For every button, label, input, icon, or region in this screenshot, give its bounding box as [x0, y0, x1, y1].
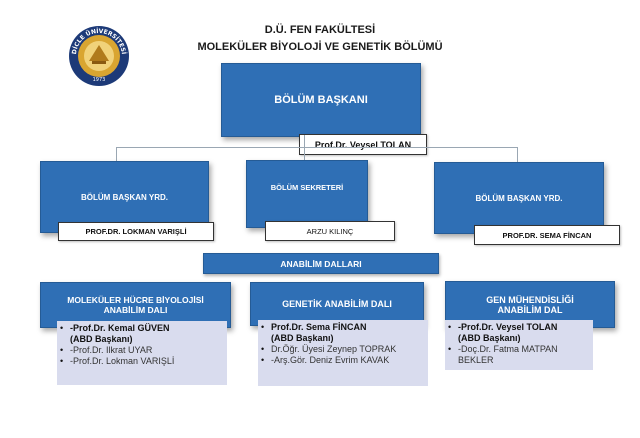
deputy-chair-right-box: BÖLÜM BAŞKAN YRD.	[434, 162, 604, 234]
department-3-member-list: • -Prof.Dr. Veysel TOLAN (ABD Başkanı) •…	[445, 320, 593, 370]
department-3-title-line2: ANABİLİM DAL	[497, 304, 563, 315]
department-secretary-box: BÖLÜM SEKRETERİ	[246, 160, 368, 228]
head-name-label: Prof.Dr. Veysel TOLAN	[299, 134, 427, 155]
list-item: • -Prof.Dr. Kemal GÜVEN (ABD Başkanı)	[60, 323, 170, 344]
secretary-name: ARZU KILINÇ	[265, 221, 395, 241]
list-item: • -Arş.Gör. Deniz Evrim KAVAK	[261, 355, 390, 365]
connector-horizontal	[116, 147, 518, 148]
member-name: -Prof.Dr. Lokman VARIŞLİ	[70, 356, 175, 366]
list-item: • -Doç.Dr. Fatma MATPAN BEKLER	[448, 344, 558, 365]
department-2-title-line1: GENETİK ANABİLİM DALI	[282, 299, 392, 309]
department-card-2: GENETİK ANABİLİM DALI	[250, 282, 424, 326]
departments-header-label: ANABİLİM DALLARI	[280, 258, 362, 269]
head-role-label: BÖLÜM BAŞKANI	[274, 94, 368, 106]
university-seal-logo: DİCLE ÜNİVERSİTESİ 1973	[68, 25, 130, 87]
connector-middle	[304, 135, 305, 160]
department-1-title-line2: ANABİLİM DALI	[103, 305, 168, 315]
member-note: (ABD Başkanı)	[458, 333, 521, 343]
member-name: Prof.Dr. Sema FİNCAN	[271, 322, 367, 332]
head-of-department-box: BÖLÜM BAŞKANI	[221, 63, 421, 137]
department-1-title-line1: MOLEKÜLER HÜCRE BİYOLOJİSİ	[67, 295, 204, 305]
department-3-title-line1: GEN MÜHENDİSLİĞİ	[486, 294, 574, 305]
page-title-line1: D.Ü. FEN FAKÜLTESİ	[264, 24, 376, 36]
deputy-chair-left-box: BÖLÜM BAŞKAN YRD.	[40, 161, 209, 233]
list-item: • -Prof.Dr. Veysel TOLAN (ABD Başkanı)	[448, 322, 558, 343]
departments-header-box: ANABİLİM DALLARI	[203, 253, 439, 274]
secretary-role: BÖLÜM SEKRETERİ	[270, 183, 344, 192]
member-name: -Prof.Dr. Veysel TOLAN	[458, 322, 558, 332]
page-title-line2: MOLEKÜLER BİYOLOJİ VE GENETİK BÖLÜMÜ	[197, 41, 443, 53]
member-name: -Arş.Gör. Deniz Evrim KAVAK	[271, 355, 390, 365]
member-name: -Doç.Dr. Fatma MATPAN	[458, 344, 558, 354]
deputy-left-name: PROF.DR. LOKMAN VARIŞLİ	[58, 222, 214, 241]
list-item: • -Prof.Dr. Lokman VARIŞLİ	[60, 356, 175, 366]
list-item: • Dr.Öğr. Üyesi Zeynep TOPRAK	[261, 344, 397, 354]
member-name: Dr.Öğr. Üyesi Zeynep TOPRAK	[271, 344, 397, 354]
department-1-member-list: • -Prof.Dr. Kemal GÜVEN (ABD Başkanı) • …	[57, 321, 227, 385]
member-name: -Prof.Dr. Ilkrat UYAR	[70, 345, 153, 355]
department-card-1: MOLEKÜLER HÜCRE BİYOLOJİSİ ANABİLİM DALI	[40, 282, 231, 328]
connector-left	[116, 147, 117, 161]
connector-right	[517, 147, 518, 162]
member-note: (ABD Başkanı)	[271, 333, 334, 343]
svg-text:1973: 1973	[93, 77, 106, 83]
deputy-right-role: BÖLÜM BAŞKAN YRD.	[475, 193, 563, 203]
member-name-cont: BEKLER	[458, 355, 494, 365]
list-item: • Prof.Dr. Sema FİNCAN (ABD Başkanı)	[261, 322, 367, 343]
deputy-right-name: PROF.DR. SEMA FİNCAN	[474, 225, 620, 245]
department-2-member-list: • Prof.Dr. Sema FİNCAN (ABD Başkanı) • D…	[258, 320, 428, 386]
member-name: -Prof.Dr. Kemal GÜVEN	[70, 323, 170, 333]
list-item: • -Prof.Dr. Ilkrat UYAR	[60, 345, 153, 355]
member-note: (ABD Başkanı)	[70, 334, 133, 344]
deputy-left-role: BÖLÜM BAŞKAN YRD.	[81, 192, 168, 202]
